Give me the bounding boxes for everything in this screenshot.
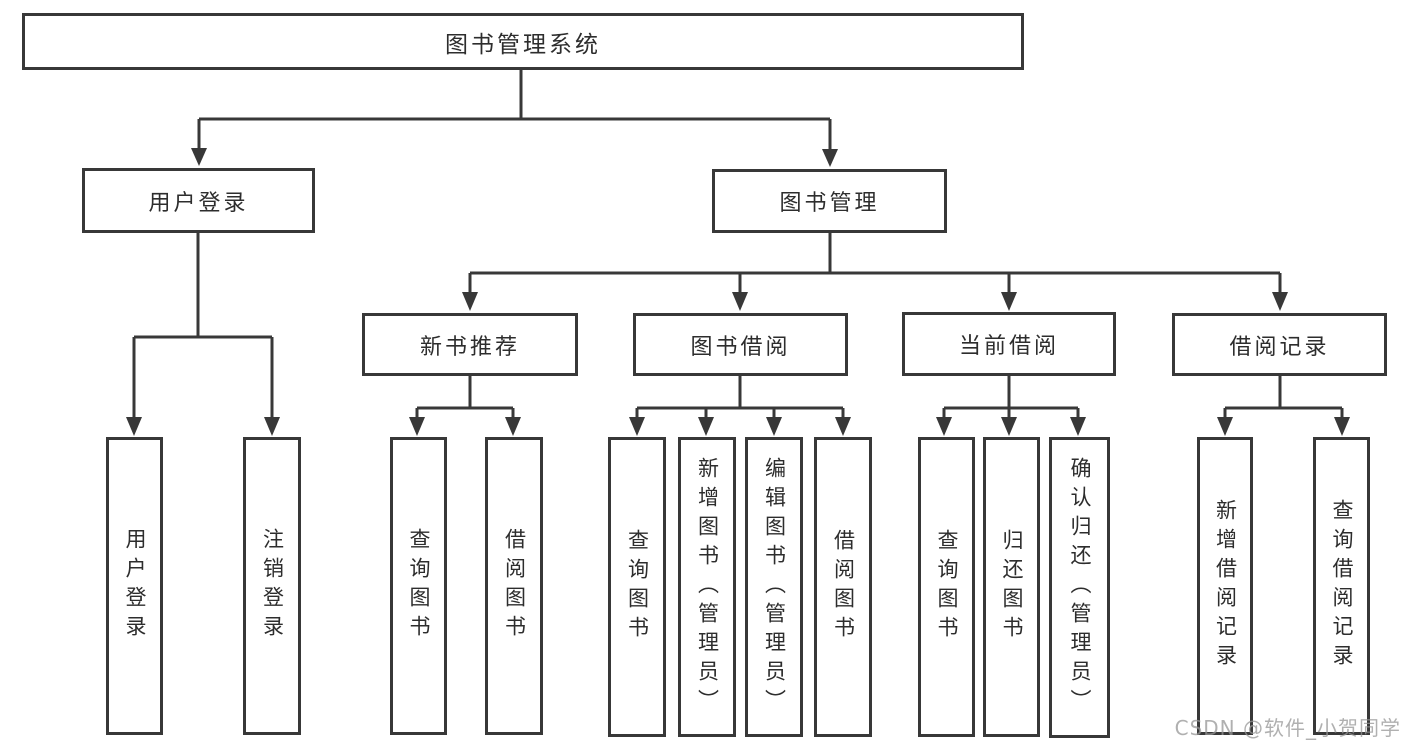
- node-user-login: 用户登录: [106, 437, 163, 735]
- arrow-icon: [126, 417, 142, 436]
- node-current-borrow: 当前借阅: [902, 312, 1116, 376]
- node-borrow-query-books: 查询图书: [608, 437, 666, 737]
- node-return-books: 归还图书: [983, 437, 1040, 737]
- node-query-borrow-record: 查询借阅记录: [1313, 437, 1370, 735]
- node-confirm-return-admin: 确认归还（管理员）: [1049, 437, 1110, 738]
- node-label: 查询图书: [625, 529, 650, 645]
- node-new-book-recommend: 新书推荐: [362, 313, 578, 376]
- arrow-icon: [1070, 417, 1086, 436]
- node-label: 借阅图书: [502, 528, 527, 644]
- arrow-icon: [629, 417, 645, 436]
- tree-edges: [132, 70, 1344, 421]
- arrow-icon: [1217, 417, 1233, 436]
- node-label: 查询图书: [935, 529, 959, 645]
- node-borrow-books: 借阅图书: [814, 437, 872, 737]
- node-label: 查询图书: [407, 528, 431, 644]
- arrow-icon: [1334, 417, 1350, 436]
- arrowheads: [126, 148, 1350, 436]
- arrow-icon: [766, 417, 782, 436]
- arrow-icon: [822, 149, 838, 167]
- node-book-management: 图书管理: [712, 169, 947, 233]
- arrow-icon: [732, 292, 748, 311]
- node-label: 查询借阅记录: [1330, 499, 1354, 673]
- node-current-query-books: 查询图书: [918, 437, 975, 737]
- node-newbook-borrow-books: 借阅图书: [485, 437, 543, 735]
- arrow-icon: [505, 417, 521, 436]
- node-edit-books-admin: 编辑图书（管理员）: [745, 437, 803, 737]
- arrow-icon: [462, 292, 478, 311]
- node-borrow-record: 借阅记录: [1172, 313, 1387, 376]
- arrow-icon: [409, 417, 425, 436]
- node-label: 新增借阅记录: [1213, 499, 1238, 673]
- arrow-icon: [936, 417, 952, 436]
- arrow-icon: [1001, 292, 1017, 311]
- arrow-icon: [1001, 417, 1017, 436]
- node-label: 注销登录: [260, 528, 285, 644]
- node-label: 借阅图书: [831, 529, 856, 645]
- node-library-management-system: 图书管理系统: [22, 13, 1024, 70]
- arrow-icon: [1272, 292, 1288, 311]
- node-label: 编辑图书（管理员）: [762, 456, 787, 718]
- arrow-icon: [835, 417, 851, 436]
- node-label: 确认归还（管理员）: [1068, 457, 1092, 718]
- node-add-borrow-record: 新增借阅记录: [1197, 437, 1253, 735]
- node-user-login-group: 用户登录: [82, 168, 315, 233]
- arrow-icon: [191, 148, 207, 166]
- node-newbook-query-books: 查询图书: [390, 437, 447, 735]
- csdn-watermark: CSDN @软件_小贺同学: [1174, 716, 1401, 740]
- node-label: 归还图书: [1000, 529, 1024, 645]
- node-logout: 注销登录: [243, 437, 301, 735]
- node-label: 用户登录: [123, 528, 147, 644]
- arrow-icon: [264, 417, 280, 436]
- node-add-books-admin: 新增图书（管理员）: [678, 437, 736, 737]
- node-book-borrow: 图书借阅: [633, 313, 848, 376]
- arrow-icon: [698, 417, 714, 436]
- node-label: 新增图书（管理员）: [695, 456, 720, 718]
